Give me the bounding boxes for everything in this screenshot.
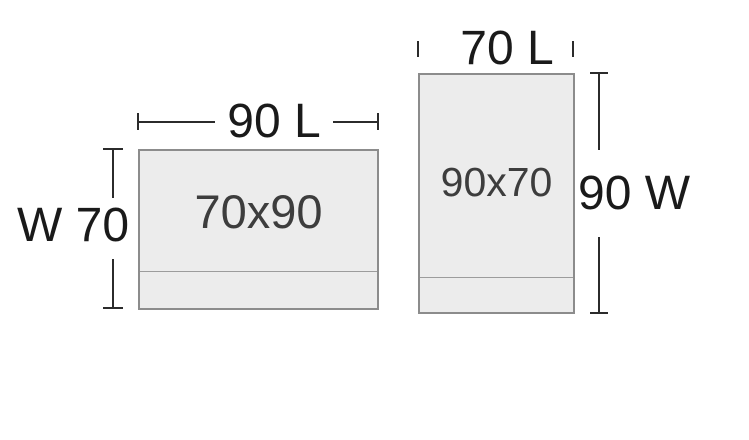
portrait-width-line-top [598,74,600,150]
portrait-length-label: 70 L [460,22,554,75]
portrait-width-label: 90 W [578,167,691,220]
landscape-length-line-right [333,121,378,123]
portrait-panel [418,73,575,314]
landscape-width-label: W 70 [17,199,130,252]
landscape-panel [138,149,379,310]
portrait-size-label: 90x70 [440,159,553,205]
portrait-width-tick-top [590,72,608,74]
portrait-width-tick-bottom [590,312,608,314]
portrait-width-line-bottom [598,237,600,312]
landscape-flap-line [140,271,377,272]
landscape-width-line-top [112,150,114,198]
portrait-flap-line [420,277,573,278]
landscape-length-tick-left [137,113,139,130]
landscape-width-tick-top [103,148,123,150]
landscape-width-tick-bottom [103,307,123,309]
landscape-length-line-left [139,121,215,123]
landscape-length-label: 90 L [227,95,321,148]
portrait-length-tick-right [572,41,574,57]
landscape-width-line-bottom [112,259,114,307]
landscape-length-tick-right [377,113,379,130]
portrait-length-tick-left [417,41,419,57]
landscape-size-label: 70x90 [194,185,323,238]
